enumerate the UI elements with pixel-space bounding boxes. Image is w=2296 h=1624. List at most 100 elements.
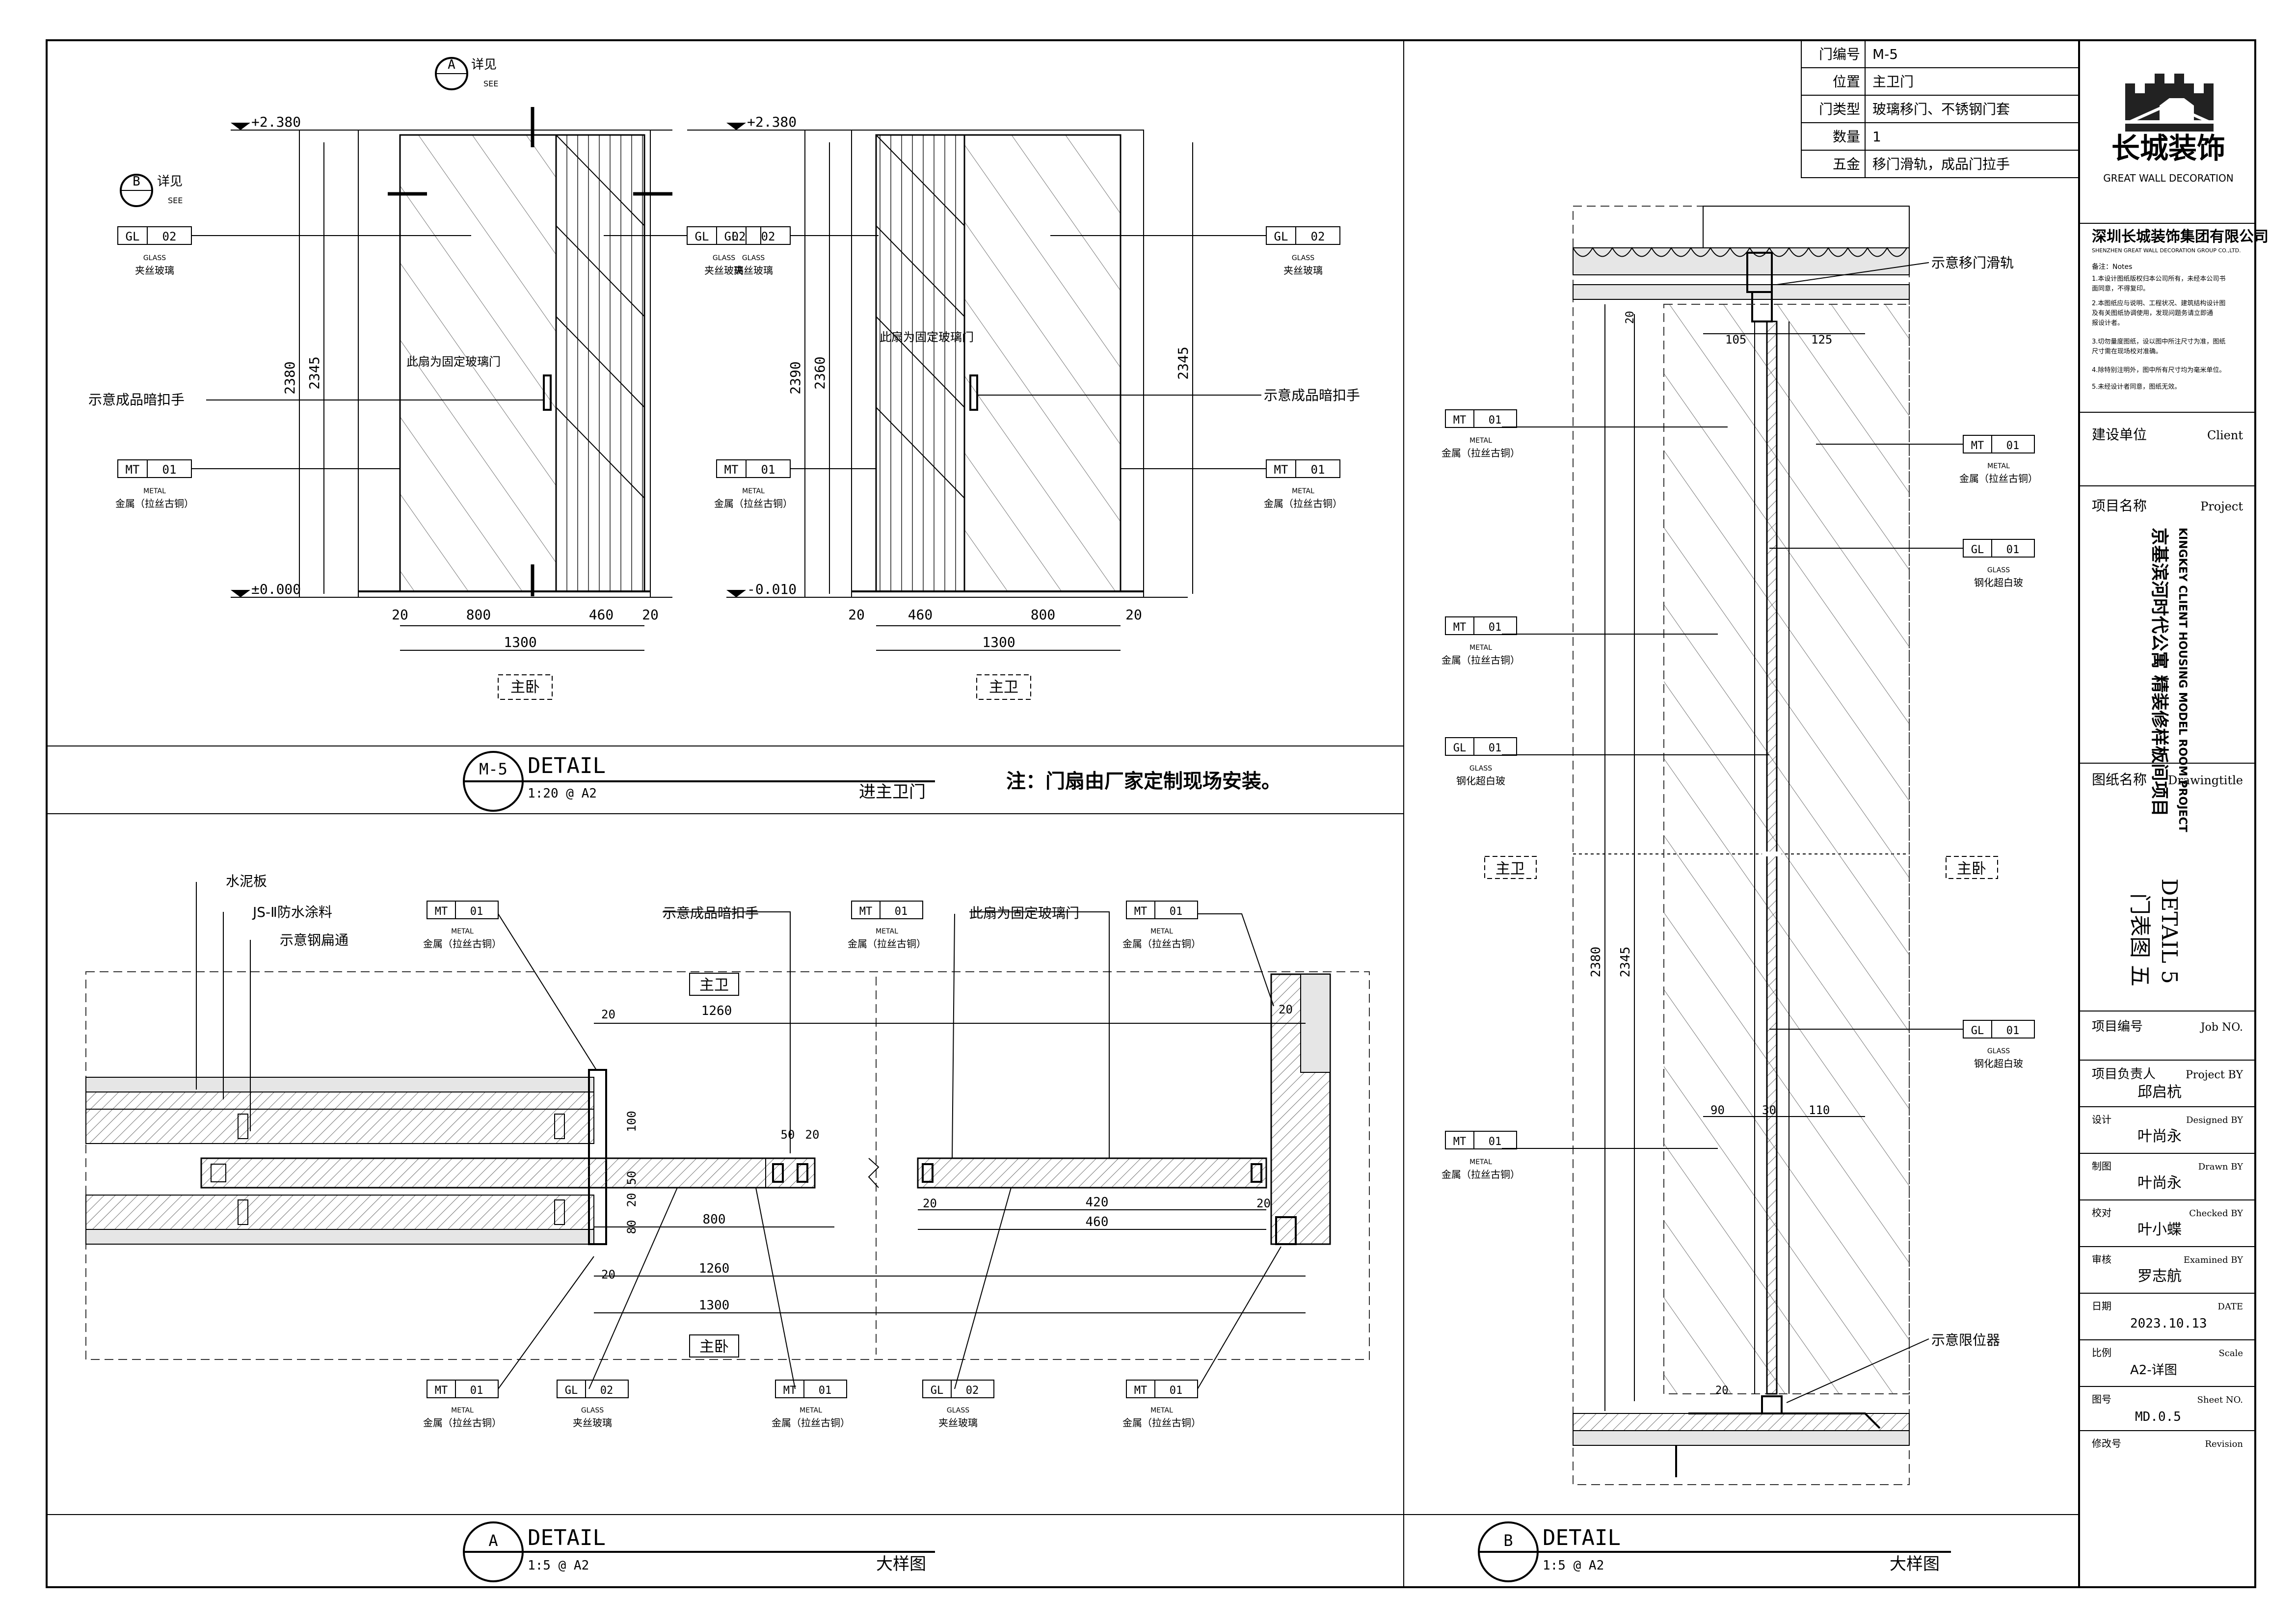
- field-value-2: 叶尚永: [2137, 1128, 2182, 1145]
- svg-text:GL: GL: [1453, 742, 1467, 754]
- plan-dim-15: 20: [1256, 1197, 1271, 1210]
- svg-text:02: 02: [732, 230, 746, 243]
- plan-dim-8: 800: [703, 1212, 726, 1227]
- field-en-0: Job NO.: [2200, 1021, 2243, 1034]
- field-value-4: 叶小蝶: [2137, 1221, 2182, 1238]
- section-a-letter: A: [448, 57, 455, 72]
- schedule-label-4: 五金: [1833, 156, 1860, 172]
- detail-a-title: A DETAIL 1:5 @ A2 大样图: [463, 1521, 935, 1582]
- svg-text:金属（拉丝古铜）: 金属（拉丝古铜）: [423, 938, 502, 950]
- svg-text:METAL: METAL: [876, 928, 898, 935]
- section-a-see-en: SEE: [483, 79, 498, 88]
- svg-text:01: 01: [895, 905, 908, 918]
- detail-b-title: B DETAIL 1:5 @ A2 大样图: [1478, 1521, 1951, 1582]
- svg-text:MT: MT: [1453, 414, 1467, 426]
- schedule-label-1: 位置: [1833, 74, 1860, 90]
- svg-text:01: 01: [470, 905, 483, 918]
- secb-dim-2345: 2345: [1618, 947, 1633, 978]
- schedule-value-4: 移门滑轨，成品门拉手: [1872, 156, 2010, 172]
- level-bottom-right: -0.010: [747, 581, 797, 597]
- svg-text:MT: MT: [859, 905, 873, 918]
- note-2: 2.本图纸应与说明、工程状况、建筑结构设计图: [2092, 299, 2225, 307]
- svg-text:02: 02: [1311, 230, 1325, 243]
- svg-text:GL: GL: [565, 1384, 578, 1397]
- hdim-left-total: 1300: [504, 634, 536, 650]
- svg-text:GLASS: GLASS: [1469, 765, 1492, 772]
- plan-label-1: JS-Ⅱ防水涂料: [252, 904, 332, 920]
- note-1: 面同意，不得复印。: [2092, 285, 2149, 293]
- secb-label-stopper: 示意限位器: [1931, 1332, 2000, 1348]
- field-en-3: Drawn BY: [2198, 1162, 2243, 1172]
- svg-text:01: 01: [162, 463, 177, 477]
- svg-text:METAL: METAL: [1469, 644, 1492, 652]
- svg-text:GL: GL: [931, 1384, 944, 1397]
- svg-text:金属（拉丝古铜）: 金属（拉丝古铜）: [1122, 1417, 1201, 1429]
- plan-dim-2: 100: [625, 1111, 639, 1132]
- tag-mt01-plan-5: MT 01 METAL 金属（拉丝古铜）: [772, 1380, 850, 1429]
- svg-text:METAL: METAL: [451, 928, 474, 935]
- svg-text:MT: MT: [126, 463, 140, 477]
- svg-text:夹丝玻璃: 夹丝玻璃: [135, 265, 174, 276]
- tag-gl01-secb-2: GL 01 GLASS 钢化超白玻: [1963, 539, 2035, 588]
- tag-mt01-right-b: MT 01 METAL 金属（拉丝古铜）: [1264, 459, 1342, 509]
- plan-label-0: 水泥板: [226, 873, 267, 889]
- svg-text:钢化超白玻: 钢化超白玻: [1974, 1058, 2023, 1069]
- secb-dim-2380: 2380: [1589, 947, 1603, 978]
- field-en-9: Revision: [2205, 1439, 2243, 1449]
- vdim-right-2390: 2390: [787, 361, 803, 394]
- detail-m5-circle: M-5: [479, 760, 507, 778]
- secb-dim-30: 30: [1762, 1103, 1776, 1117]
- svg-text:MT: MT: [1971, 440, 1984, 452]
- tag-gl01-secb-1: GL 01 GLASS 钢化超白玻: [1445, 737, 1517, 787]
- svg-text:01: 01: [1489, 1136, 1502, 1148]
- svg-text:GL: GL: [724, 230, 739, 243]
- svg-text:GL: GL: [1274, 230, 1288, 243]
- svg-text:GLASS: GLASS: [947, 1407, 969, 1414]
- tag-mt01-plan-6: MT 01 METAL 金属（拉丝古铜）: [1122, 1380, 1201, 1429]
- section-detail-b: 105 125 90 30 110 2380 2345 20 20 主卫 主卧 …: [1484, 206, 2014, 1485]
- svg-text:01: 01: [470, 1384, 483, 1397]
- field-cn-2: 设计: [2092, 1114, 2111, 1125]
- svg-text:金属（拉丝古铜）: 金属（拉丝古铜）: [1442, 1169, 1520, 1180]
- svg-text:金属（拉丝古铜）: 金属（拉丝古铜）: [1264, 498, 1342, 509]
- schedule-value-2: 玻璃移门、不锈钢门套: [1872, 101, 2010, 117]
- field-cn-4: 校对: [2092, 1207, 2111, 1219]
- note-8: 5.未经设计者同意，图纸无效。: [2092, 383, 2181, 391]
- tag-mt01-left-a: MT 01 METAL 金属（拉丝古铜）: [115, 459, 194, 509]
- svg-text:MT: MT: [1453, 1136, 1467, 1148]
- section-b-see: 详见: [157, 174, 183, 189]
- secb-room-left: 主卫: [1495, 860, 1525, 878]
- company-cn: 深圳长城装饰集团有限公司: [2092, 228, 2269, 245]
- field-en-5: Examined BY: [2184, 1255, 2243, 1265]
- note-3: 及有关图纸协调使用，发现问题务请立即通: [2092, 309, 2213, 317]
- svg-text:钢化超白玻: 钢化超白玻: [1456, 775, 1505, 787]
- tag-gl02-right-a: GL 02 GLASS 夹丝玻璃: [716, 226, 791, 276]
- plan-dim-4: 20: [805, 1128, 820, 1142]
- note-7: 4.除特别注明外，图中所有尺寸均为毫米单位。: [2092, 366, 2225, 374]
- hdim-right-3: 20: [1125, 607, 1142, 623]
- project-name-cn: 京基滨河时代公寓 精装修样板间项目: [2149, 528, 2170, 817]
- svg-text:METAL: METAL: [451, 1407, 474, 1414]
- detail-b-scale: 1:5 @ A2: [1543, 1558, 1604, 1573]
- svg-text:01: 01: [1489, 414, 1502, 426]
- svg-text:钢化超白玻: 钢化超白玻: [1974, 577, 2023, 588]
- secb-dim-110: 110: [1809, 1103, 1830, 1117]
- section-a-see: 详见: [471, 57, 497, 72]
- svg-text:GL: GL: [695, 230, 709, 243]
- level-bottom-left: ±0.000: [251, 581, 301, 597]
- svg-text:METAL: METAL: [742, 487, 765, 495]
- plan-dim-6: 20: [625, 1193, 639, 1207]
- tag-mt01-secb-2: MT 01 METAL 金属（拉丝古铜）: [1442, 616, 1520, 666]
- schedule-value-3: 1: [1872, 129, 1881, 145]
- plan-dim-14: 20: [923, 1197, 937, 1210]
- schedule-value-1: 主卫门: [1872, 74, 1914, 90]
- svg-text:金属（拉丝古铜）: 金属（拉丝古铜）: [115, 498, 194, 509]
- svg-text:夹丝玻璃: 夹丝玻璃: [1283, 265, 1323, 276]
- elevation-right: +2.380 -0.010 2390 2360 2345 20 460 800 …: [726, 114, 1266, 700]
- svg-text:MT: MT: [435, 905, 448, 918]
- svg-text:02: 02: [162, 230, 177, 243]
- detail-m5-scale: 1:20 @ A2: [528, 786, 597, 801]
- field-cn-3: 制图: [2092, 1160, 2111, 1172]
- fixed-glass-note-right: 此扇为固定玻璃门: [880, 330, 974, 344]
- field-en-7: Scale: [2218, 1348, 2243, 1358]
